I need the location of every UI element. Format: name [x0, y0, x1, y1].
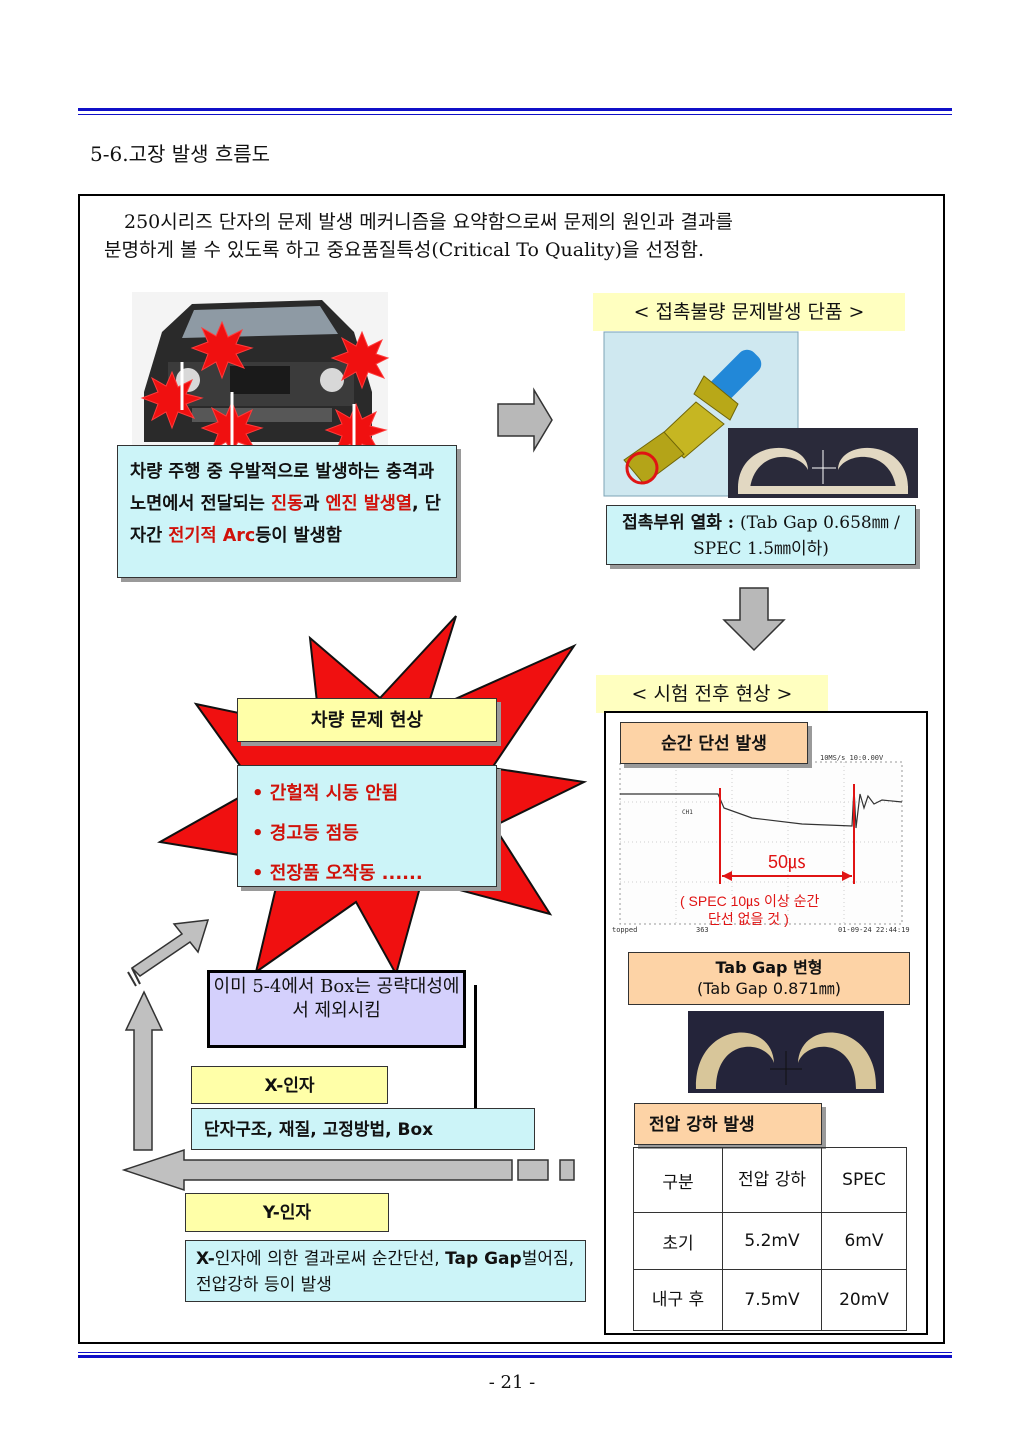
pulse-width-label: 50㎲	[768, 852, 806, 873]
symptom-item: • 간헐적 시동 안됨	[252, 783, 399, 804]
symptom-item: • 경고등 점등	[252, 823, 359, 844]
page-number: - 21 -	[488, 1372, 536, 1393]
table-row: 내구 후 7.5mV 20mV	[633, 1269, 907, 1331]
y-factor-label: Y-인자	[185, 1193, 389, 1232]
car-desc-vibration: 진동	[271, 494, 304, 514]
table-cell: 7.5mV	[722, 1269, 822, 1331]
contact-degradation-box: 접촉부위 열화 : (Tab Gap 0.658㎜ / SPEC 1.5㎜이하)	[606, 505, 916, 565]
y-text-end: 벌어짐, 전압강하 등이 발생	[196, 1249, 575, 1295]
car-image	[132, 292, 390, 454]
contact-desc-label: 접촉부위 열화 :	[622, 513, 740, 533]
car-description-box: 차량 주행 중 우발적으로 발생하는 충격과 노면에서 전달되는 진동과 엔진 …	[117, 445, 457, 578]
tab-gap-deform-title: Tab Gap 변형	[715, 958, 823, 977]
table-row: 초기 5.2mV 6mV	[633, 1212, 907, 1270]
scope-ch-label: CH1	[682, 809, 693, 816]
oscilloscope-graph: CH1 10MS/s 10:0.00V topped 363 01-09-24 …	[612, 748, 910, 934]
intro-paragraph: 250시리즈 단자의 문제 발생 메커니즘을 요약함으로써 문제의 원인과 결과…	[104, 208, 924, 264]
car-desc-text-1: 차량 주행 중 우발적으로 발생하는 충격과 노면에서 전달되는	[130, 462, 435, 514]
voltage-drop-table: 구분 전압 강하 SPEC 초기 5.2mV 6mV 내구 후 7.5mV 20…	[633, 1147, 907, 1331]
x-factor-text: 단자구조, 재질, 고정방법, Box	[191, 1108, 535, 1150]
spec-note-line-2: 단선 없을 것 )	[708, 911, 789, 927]
table-cell: 20mV	[821, 1269, 907, 1331]
connector-line	[474, 985, 477, 1150]
car-desc-text-2: 과	[303, 494, 326, 514]
right-arrow-icon	[497, 387, 553, 453]
contact-gap-photo	[728, 428, 918, 498]
header-cell: 구분	[633, 1147, 723, 1213]
symptom-list: • 간헐적 시동 안됨 • 경고등 점등 • 전장품 오작동 ......	[237, 765, 497, 887]
instant-disconnect-label: 순간 단선 발생	[620, 722, 808, 764]
intro-line-1: 250시리즈 단자의 문제 발생 메커니즘을 요약함으로써 문제의 원인과 결과…	[124, 211, 733, 233]
scope-header: 10MS/s 10:0.00V	[820, 754, 884, 762]
scope-footer-mid: 363	[696, 926, 709, 934]
tab-gap-photo	[688, 1011, 884, 1093]
contact-desc-value: (Tab Gap 0.658㎜ / SPEC 1.5㎜이하)	[693, 513, 900, 559]
car-desc-engine-heat: 엔진 발생열	[325, 494, 412, 514]
contact-failure-title: < 접촉불량 문제발생 단품 >	[593, 293, 905, 331]
car-desc-arc: 전기적 Arc	[168, 526, 256, 546]
up-arrow-icon	[124, 990, 164, 1151]
car-problem-title: 차량 문제 현상	[237, 698, 497, 742]
car-desc-text-4: 등이 발생함	[255, 526, 342, 546]
tab-gap-deform-box: Tab Gap 변형 (Tab Gap 0.871㎜)	[628, 952, 910, 1005]
header-cell: 전압 강하	[722, 1147, 822, 1213]
footer-rule-thin	[78, 1352, 952, 1353]
table-cell: 초기	[633, 1212, 723, 1270]
scope-footer-right: 01-09-24 22:44:19	[838, 926, 910, 934]
left-arrow-icon	[121, 1148, 575, 1192]
table-cell: 6mV	[821, 1212, 907, 1270]
x-factor-label: X-인자	[191, 1066, 388, 1104]
voltage-drop-label: 전압 강하 발생	[634, 1103, 822, 1145]
down-arrow-icon	[722, 587, 786, 652]
diagonal-arrow-icon	[127, 919, 210, 987]
header-rule-thin	[78, 114, 952, 115]
section-title: 5-6.고장 발생 흐름도	[90, 142, 271, 166]
scope-footer-left: topped	[612, 926, 637, 934]
test-results-frame	[604, 711, 928, 1335]
footer-rule	[78, 1355, 952, 1358]
header-rule	[78, 108, 952, 111]
spec-note-line-1: ( SPEC 10㎲ 이상 순간	[680, 893, 820, 910]
y-factor-text: X-인자에 의한 결과로써 순간단선, Tap Gap벌어짐, 전압강하 등이 …	[185, 1240, 586, 1302]
table-cell: 5.2mV	[722, 1212, 822, 1270]
table-cell: 내구 후	[633, 1269, 723, 1331]
y-text-bold-2: Tap Gap	[445, 1249, 522, 1269]
y-text-bold-1: X-	[196, 1249, 215, 1269]
intro-line-2: 분명하게 볼 수 있도록 하고 중요품질특성(Critical To Quali…	[104, 239, 705, 261]
test-phenomena-title: < 시험 전후 현상 >	[596, 675, 828, 713]
box-excluded-note: 이미 5-4에서 Box는 공략대성에서 제외시킴	[207, 970, 466, 1048]
header-cell: SPEC	[821, 1147, 907, 1213]
car-desc-text-3: , 단자간	[130, 494, 441, 546]
content-frame	[78, 194, 945, 1344]
table-header-row: 구분 전압 강하 SPEC	[633, 1147, 907, 1213]
symptom-item: • 전장품 오작동 ......	[252, 863, 423, 884]
y-text-mid: 인자에 의한 결과로써 순간단선,	[214, 1249, 446, 1269]
tab-gap-deform-value: (Tab Gap 0.871㎜)	[697, 979, 841, 998]
